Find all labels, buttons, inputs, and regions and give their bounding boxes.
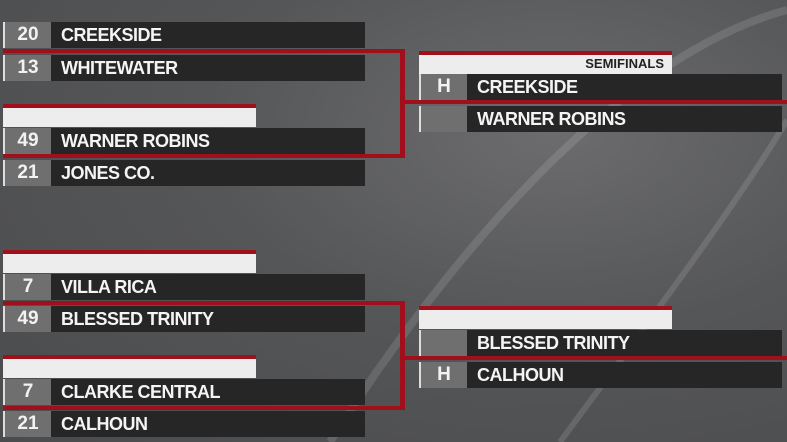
team-score	[419, 106, 467, 132]
bracket-line	[403, 356, 787, 360]
bracket-line	[3, 154, 405, 158]
team-name: WARNER ROBINS	[467, 106, 782, 132]
team-name: VILLA RICA	[51, 274, 365, 300]
bracket-line	[400, 49, 405, 158]
game-header	[3, 250, 256, 273]
team-score: 49	[3, 306, 51, 332]
team-name: WHITEWATER	[51, 55, 365, 81]
team-score	[419, 330, 467, 356]
bracket-line	[3, 406, 405, 410]
team-score: 7	[3, 274, 51, 300]
team-score: 21	[3, 160, 51, 186]
team-name: CREEKSIDE	[51, 22, 365, 48]
team-name: CALHOUN	[467, 362, 782, 388]
team-name: CREEKSIDE	[467, 74, 782, 100]
bracket-line	[3, 301, 405, 305]
team-name: CLARKE CENTRAL	[51, 379, 365, 405]
bracket-line	[403, 100, 787, 104]
team-score: 7	[3, 379, 51, 405]
team-score: 20	[3, 22, 51, 48]
team-name: WARNER ROBINS	[51, 128, 365, 154]
team-score: H	[419, 74, 467, 100]
game-header	[3, 104, 256, 127]
team-row: WARNER ROBINS	[419, 106, 782, 132]
team-name: BLESSED TRINITY	[51, 306, 365, 332]
semifinals-label: SEMIFINALS	[585, 56, 664, 71]
team-score: 21	[3, 411, 51, 437]
semifinals-header: SEMIFINALS	[419, 51, 672, 74]
team-row: BLESSED TRINITY	[419, 330, 782, 356]
game-header	[3, 355, 256, 378]
bracket-line	[3, 49, 405, 53]
team-score: H	[419, 362, 467, 388]
bracket-line	[400, 301, 405, 410]
team-name: CALHOUN	[51, 411, 365, 437]
team-score: 13	[3, 55, 51, 81]
team-score: 49	[3, 128, 51, 154]
game-header	[419, 306, 672, 329]
team-name: BLESSED TRINITY	[467, 330, 782, 356]
team-name: JONES CO.	[51, 160, 365, 186]
